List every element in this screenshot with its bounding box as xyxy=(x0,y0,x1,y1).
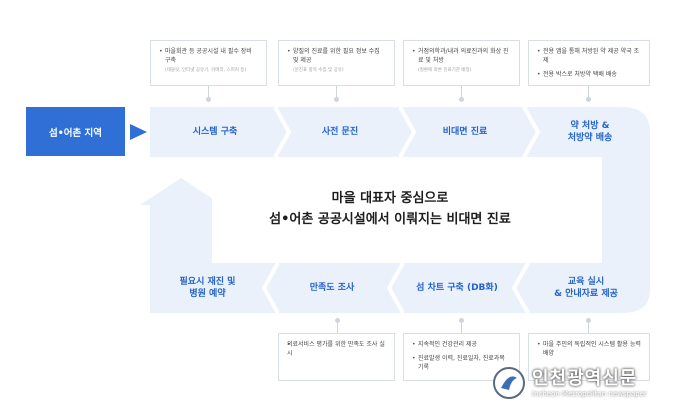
chevron-bottom-1 xyxy=(261,262,280,314)
note-card-remote: 거점의학과/내과 의료진과의 화상 진료 및 처방(질환에 따른 진료기관 배정… xyxy=(403,40,520,86)
stage-system-build: 시스템 구축 xyxy=(155,107,275,157)
connector-line xyxy=(461,86,462,99)
watermark: 인천광역신문 Incheon Metropolitan newspaper xyxy=(492,362,672,406)
note-item: 양질의 진료를 위한 필요 정보 수집 및 제공(문진표 항목 수집 및 공유) xyxy=(287,47,386,74)
flow-band-bottom xyxy=(150,263,650,313)
connector-dot xyxy=(206,97,211,102)
connector-line xyxy=(588,320,589,333)
chevron-top-2 xyxy=(398,106,417,158)
note-item: 진료발생 이력, 진료일자, 진료과목 기록 xyxy=(412,354,511,372)
stage-island-chart-db: 섬 차트 구축 (DB화) xyxy=(397,263,517,313)
note-card-survey: 의료서비스 평가를 위한 만족도 조사 실시 xyxy=(278,333,395,381)
stage-label: 만족도 조사 xyxy=(309,283,355,293)
note-card-chart-db: 지속적인 건강관리 제공 진료발생 이력, 진료일자, 진료과목 기록 xyxy=(403,333,520,381)
note-item: 전용 앱을 통해 처방된 약 제공 약국 조제 xyxy=(537,47,641,65)
note-item: 전용 박스로 처방약 택배 배송 xyxy=(537,70,641,79)
stage-label: 사전 문진 xyxy=(321,127,359,137)
start-arrow-icon xyxy=(130,124,147,140)
chevron-bottom-3 xyxy=(511,262,530,314)
connector-line xyxy=(461,320,462,333)
stage-satisfaction-survey: 만족도 조사 xyxy=(272,263,392,313)
watermark-title: 인천광역신문 xyxy=(532,368,638,389)
origin-label: 섬•어촌 지역 xyxy=(48,127,103,139)
connector-line xyxy=(588,86,589,99)
stage-revisit-booking: 필요시 재진 및 병원 예약 xyxy=(150,263,265,313)
stage-label-line2: 병원 예약 xyxy=(189,289,226,299)
note-item: 거점의학과/내과 의료진과의 화상 진료 및 처방(질환에 따른 진료기관 배정… xyxy=(412,47,511,74)
connector-dot xyxy=(459,318,464,323)
note-item: 의료서비스 평가를 위한 만족도 조사 실시 xyxy=(287,340,386,358)
center-title: 마을 대표자 중심으로 섬•어촌 공공시설에서 이뤄지는 비대면 진료 xyxy=(212,188,568,230)
chevron-top-3 xyxy=(522,106,541,158)
stage-pre-interview: 사전 문진 xyxy=(280,107,400,157)
stage-label: 비대면 진료 xyxy=(442,127,488,137)
flow-band-top xyxy=(150,107,650,185)
stage-label-line1: 교육 실시 xyxy=(567,277,605,287)
note-card-delivery: 전용 앱을 통해 처방된 약 제공 약국 조제 전용 박스로 처방약 택배 배송 xyxy=(528,40,650,86)
connector-line xyxy=(208,86,209,99)
note-item: 마을 주민의 독립적인 시스템 활용 능력 배양 xyxy=(537,340,641,358)
center-title-line2: 섬•어촌 공공시설에서 이뤄지는 비대면 진료 xyxy=(269,212,511,227)
note-item: 마을회관 등 공공시설 내 필수 장비 구축(태블릿, 인터넷 공유기, 카메라… xyxy=(159,47,258,74)
note-item: 지속적인 건강관리 제공 xyxy=(412,340,511,349)
note-card-education: 마을 주민의 독립적인 시스템 활용 능력 배양 xyxy=(528,333,650,381)
watermark-subtitle: Incheon Metropolitan newspaper xyxy=(532,390,647,398)
connector-line xyxy=(336,86,337,99)
note-card-interview: 양질의 진료를 위한 필요 정보 수집 및 제공(문진표 항목 수집 및 공유) xyxy=(278,40,395,86)
newspaper-logo-icon xyxy=(493,367,525,399)
stage-label-line1: 약 처방 & xyxy=(570,121,610,131)
chevron-top-1 xyxy=(273,106,292,158)
stage-label: 시스템 구축 xyxy=(192,127,238,137)
center-title-line1: 마을 대표자 중심으로 xyxy=(331,191,449,206)
stage-remote-care: 비대면 진료 xyxy=(405,107,525,157)
stage-label: 섬 차트 구축 (DB화) xyxy=(416,283,498,293)
connector-dot xyxy=(586,97,591,102)
connector-dot xyxy=(586,318,591,323)
connector-dot xyxy=(335,318,340,323)
connector-dot xyxy=(334,97,339,102)
origin-box: 섬•어촌 지역 xyxy=(26,107,125,156)
stage-prescription-delivery: 약 처방 & 처방약 배송 xyxy=(530,107,650,157)
stage-education: 교육 실시 & 안내자료 제공 xyxy=(522,263,650,313)
stage-label-line2: 처방약 배송 xyxy=(567,133,613,143)
stage-label-line2: & 안내자료 제공 xyxy=(554,289,618,299)
chevron-bottom-2 xyxy=(386,262,405,314)
stage-label-line1: 필요시 재진 및 xyxy=(179,277,236,287)
connector-line xyxy=(337,320,338,333)
center-panel xyxy=(212,172,602,260)
note-card-system: 마을회관 등 공공시설 내 필수 장비 구축(태블릿, 인터넷 공유기, 카메라… xyxy=(150,40,267,86)
connector-dot xyxy=(459,97,464,102)
flow-band-right xyxy=(602,150,650,270)
flow-up-arrow xyxy=(140,178,222,263)
